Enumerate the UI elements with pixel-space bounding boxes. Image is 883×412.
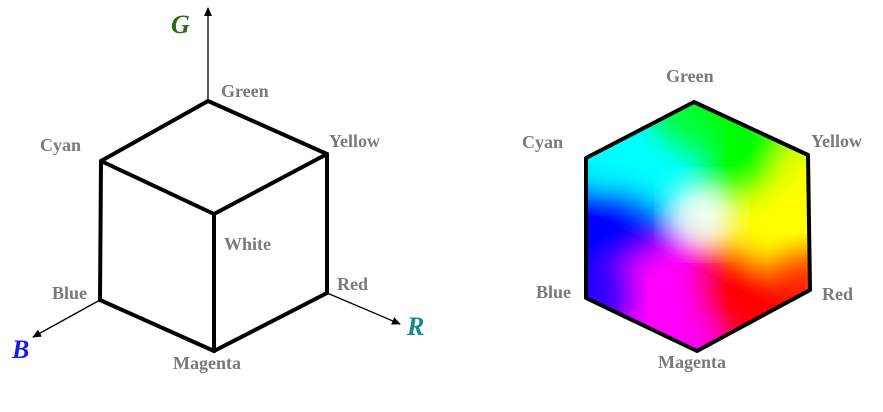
hex-label-magenta: Magenta [658, 352, 726, 372]
r-axis-label: R [406, 312, 424, 341]
cube-edge-cyan-blue [98, 159, 103, 302]
r-axis-arrow [326, 292, 401, 325]
g-axis-label: G [171, 10, 190, 39]
wireframe-cube: G R B Green Cyan Yellow White Blue Red M… [11, 7, 424, 373]
cube-label-cyan: Cyan [40, 135, 81, 155]
cube-label-blue: Blue [52, 283, 87, 303]
cube-label-red: Red [337, 274, 368, 294]
cube-label-yellow: Yellow [329, 131, 380, 151]
cube-top-face [99, 99, 329, 216]
color-hexagon: Green Cyan Yellow Blue Red Magenta [522, 66, 862, 372]
hexagon-outline [584, 100, 812, 353]
hex-label-yellow: Yellow [811, 131, 862, 151]
b-axis-label: B [11, 335, 29, 364]
b-axis-arrow [32, 299, 101, 338]
cube-edges [98, 99, 329, 353]
cube-edge-blue-magenta [98, 298, 216, 353]
cube-edge-magenta-red [212, 291, 329, 353]
cube-label-green: Green [221, 81, 269, 101]
hex-label-green: Green [666, 66, 714, 86]
hex-label-blue: Blue [536, 282, 571, 302]
cube-label-magenta: Magenta [173, 353, 241, 373]
hex-label-red: Red [822, 284, 853, 304]
cube-label-white: White [224, 234, 271, 254]
hex-label-cyan: Cyan [522, 132, 563, 152]
